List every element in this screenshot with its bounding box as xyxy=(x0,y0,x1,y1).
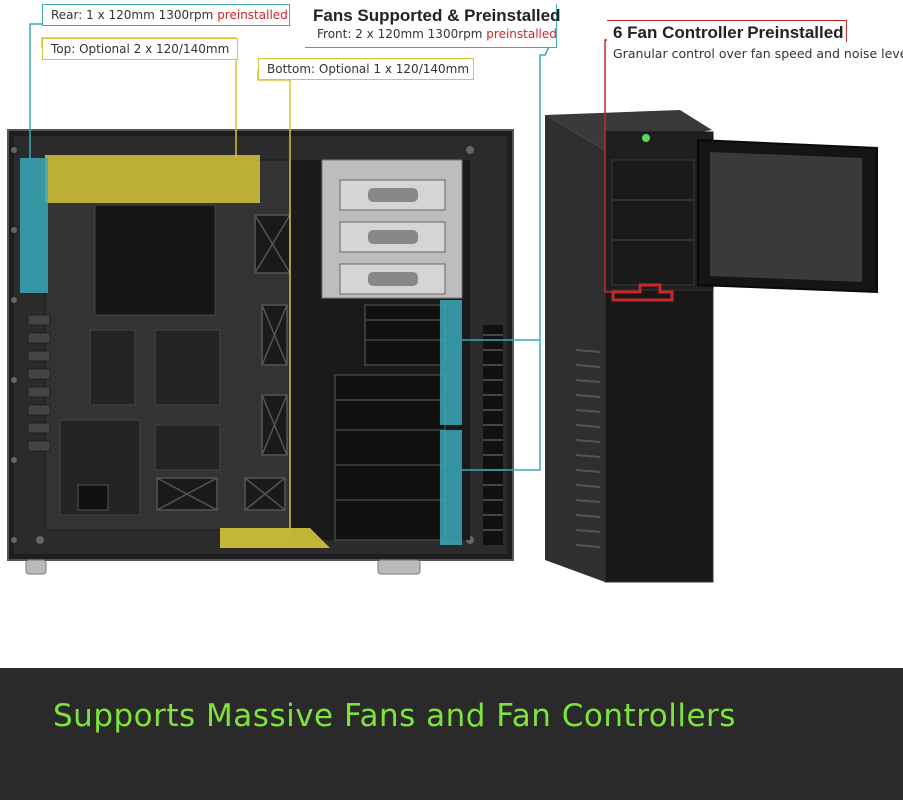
dust-filter xyxy=(710,152,862,282)
front-fan-zone-upper xyxy=(440,300,462,425)
top-fan-callout: Top: Optional 2 x 120/140mm xyxy=(42,38,238,60)
bottom-fan-zone xyxy=(220,528,330,548)
rear-fan-text: Rear: 1 x 120mm 1300rpm xyxy=(51,8,214,22)
rear-fan-preinstalled: preinstalled xyxy=(217,8,288,22)
bottom-fan-text: Bottom: Optional 1 x 120/140mm xyxy=(267,62,470,76)
fan-controller-highlight xyxy=(611,283,674,302)
fans-supported-callout: Fans Supported & Preinstalled Front: 2 x… xyxy=(305,4,561,48)
fan-controller-title: 6 Fan Controller xyxy=(613,23,744,42)
product-illustration xyxy=(7,23,878,583)
rear-fan-callout: Rear: 1 x 120mm 1300rpm preinstalled xyxy=(42,4,290,26)
top-fan-zone xyxy=(45,155,260,203)
banner-headline: Supports Massive Fans and Fan Controller… xyxy=(53,698,736,734)
fan-controller-preinstalled: Preinstalled xyxy=(747,23,844,42)
front-fan-zone-lower xyxy=(440,430,462,545)
front-fan-text: Front: 2 x 120mm 1300rpm xyxy=(317,27,483,41)
top-fan-text: Top: Optional 2 x 120/140mm xyxy=(51,42,230,56)
rear-fan-zone xyxy=(20,158,48,293)
bottom-fan-callout: Bottom: Optional 1 x 120/140mm xyxy=(258,58,474,80)
feature-banner: Supports Massive Fans and Fan Controller… xyxy=(0,668,903,800)
case-side-view xyxy=(7,129,514,575)
fans-supported-title: Fans Supported & Preinstalled xyxy=(313,6,561,25)
fan-controller-description: Granular control over fan speed and nois… xyxy=(613,46,903,61)
fan-controller-callout: 6 Fan Controller Preinstalled xyxy=(607,20,847,42)
case-front-view xyxy=(545,110,878,583)
front-fan-preinstalled: preinstalled xyxy=(486,27,557,41)
